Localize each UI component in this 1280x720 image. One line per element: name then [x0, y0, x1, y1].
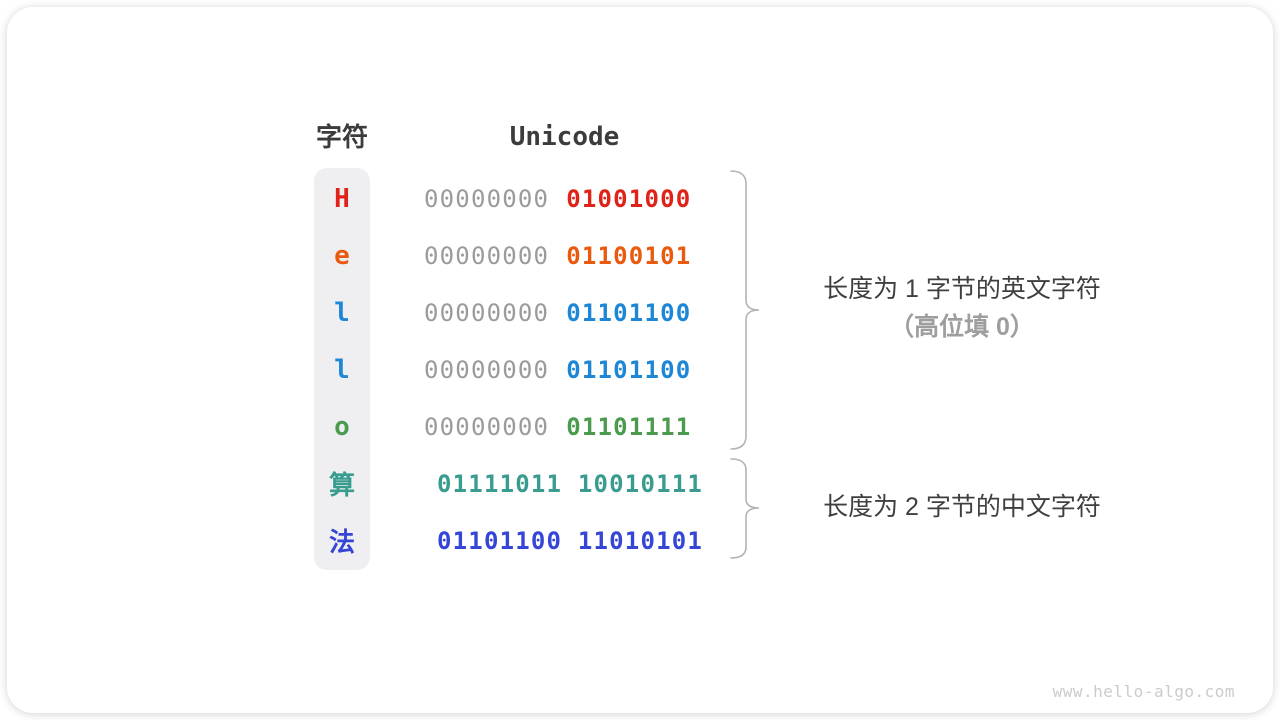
char-cell-l2: l [334, 354, 350, 385]
binary-code-byte: 01101111 [566, 412, 692, 441]
char-cell-h: H [334, 183, 350, 214]
binary-high-byte-zeros: 00000000 [424, 298, 550, 327]
brace-english-group [730, 170, 760, 450]
brace-chinese-group [730, 458, 760, 559]
binary-code-byte: 01001000 [566, 184, 692, 213]
char-cell-o: o [334, 411, 350, 442]
char-cell-fa: 法 [328, 528, 355, 558]
annotation-english-line1: 长度为 1 字节的英文字符 [823, 275, 1101, 303]
binary-code-byte: 01100101 [566, 241, 692, 270]
char-cell-suan: 算 [328, 471, 355, 501]
binary-code-byte: 01101100 [566, 355, 692, 384]
binary-code-byte: 01101100 [566, 298, 692, 327]
unicode-binary-row: 00000000 01101100 [424, 341, 724, 398]
char-column-background [314, 168, 370, 570]
annotation-chinese: 长度为 2 字节的中文字符 [777, 488, 1147, 526]
annotation-english-line2: （高位填 0） [889, 313, 1035, 341]
unicode-binary-row: 01101100 11010101 [424, 512, 737, 569]
unicode-binary-row: 00000000 01101100 [424, 284, 724, 341]
column-header-char: 字符 [315, 122, 368, 152]
char-cell-l1: l [334, 297, 350, 328]
binary-high-byte-zeros: 00000000 [424, 355, 550, 384]
unicode-binary-row: 00000000 01001000 [424, 170, 724, 227]
char-cell-e: e [334, 240, 350, 271]
figure-card: 字符 Unicode H e l l o 算 法 00000000 0100100… [7, 7, 1273, 713]
binary-high-byte-zeros: 00000000 [424, 241, 550, 270]
column-header-unicode: Unicode [509, 122, 620, 152]
binary-code-byte: 01101100 11010101 [437, 526, 704, 555]
unicode-binary-row: 01111011 10010111 [424, 455, 737, 512]
annotation-chinese-line1: 长度为 2 字节的中文字符 [823, 493, 1101, 521]
binary-code-byte: 01111011 10010111 [437, 469, 704, 498]
annotation-english: 长度为 1 字节的英文字符 （高位填 0） [777, 270, 1147, 346]
unicode-binary-row: 00000000 01101111 [424, 398, 724, 455]
watermark: www.hello-algo.com [1052, 682, 1235, 701]
binary-high-byte-zeros: 00000000 [424, 412, 550, 441]
binary-high-byte-zeros: 00000000 [424, 184, 550, 213]
unicode-binary-row: 00000000 01100101 [424, 227, 724, 284]
